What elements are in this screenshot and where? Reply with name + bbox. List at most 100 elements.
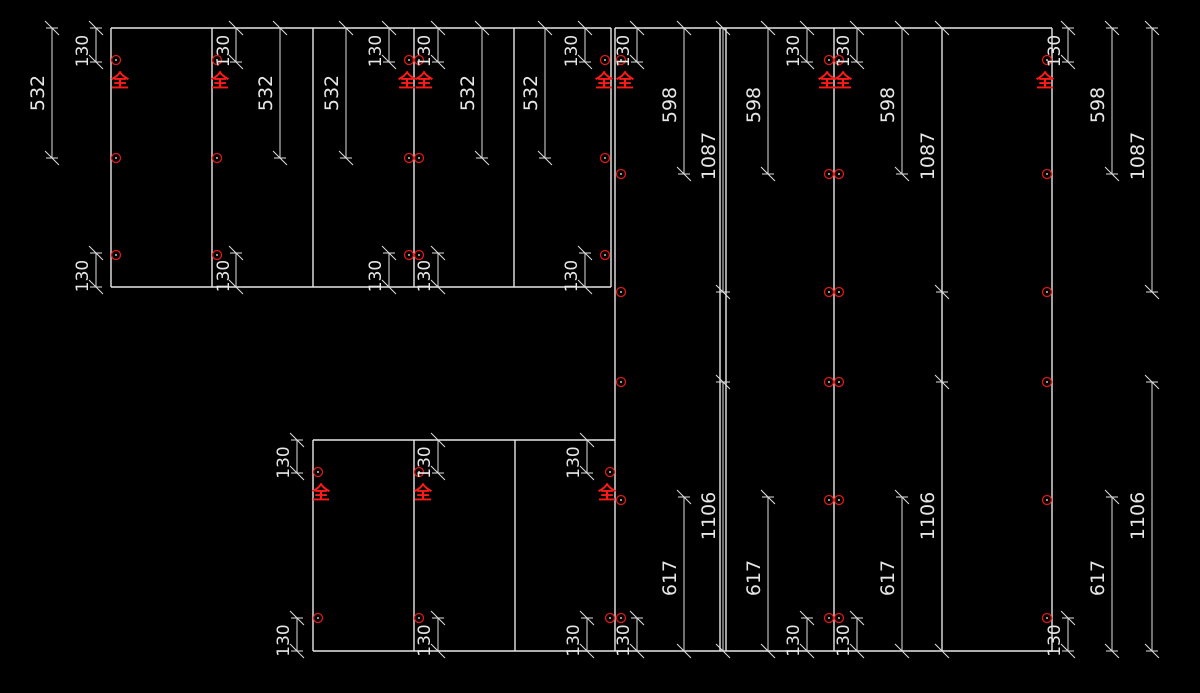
- hinge-hole-center: [1046, 617, 1048, 619]
- hinge-hole-icon: [413, 152, 425, 164]
- dimension-labels: 130 130 130 130 130 130 130 130 130 130 130 130 130 1…: [27, 35, 1149, 657]
- hinge-hole-center: [620, 617, 622, 619]
- hinge-hole-center: [620, 381, 622, 383]
- hinge-hole-center: [604, 254, 606, 256]
- hinge-hole-center: [838, 499, 840, 501]
- hinge-hole-icon: [615, 376, 627, 388]
- hinge-hole-icon: [312, 612, 324, 624]
- hinge-hole-center: [317, 471, 319, 473]
- dimension-label: 532: [255, 75, 277, 111]
- hinge-hole-icon: [823, 54, 835, 66]
- hinge-hole-center: [828, 381, 830, 383]
- hinge-hole-center: [838, 173, 840, 175]
- hinge-hole-icon: [413, 612, 425, 624]
- hinge-hole-center: [1046, 291, 1048, 293]
- hinge-hole-icon: [1041, 494, 1053, 506]
- hinge-hole-icon: [312, 466, 324, 478]
- hinge-hole-center: [1046, 173, 1048, 175]
- dimension-lines: [44, 20, 1160, 659]
- dimension-label: 1087: [917, 132, 939, 180]
- hinge-mark-label: 全: [817, 70, 837, 92]
- hinge-holes: [110, 54, 1053, 624]
- dimension-label: 130: [1045, 35, 1065, 67]
- dimension-label: 598: [877, 87, 899, 123]
- hinge-hole-center: [408, 59, 410, 61]
- hinge-hole-center: [828, 173, 830, 175]
- hinge-hole-icon: [211, 54, 223, 66]
- dimension-label: 130: [366, 35, 386, 67]
- hinge-hole-center: [115, 157, 117, 159]
- dimension-label: 1087: [698, 132, 720, 180]
- hinge-hole-center: [418, 157, 420, 159]
- hinge-hole-center: [838, 291, 840, 293]
- hinge-hole-icon: [413, 249, 425, 261]
- hinge-hole-icon: [604, 466, 616, 478]
- dimension-label: 598: [743, 87, 765, 123]
- hinge-hole-icon: [1041, 168, 1053, 180]
- hinge-mark-label: 全: [597, 482, 617, 504]
- hinge-hole-icon: [823, 612, 835, 624]
- dimension-label: 130: [1045, 624, 1065, 656]
- dimension-label: 130: [415, 35, 435, 67]
- hinge-hole-icon: [211, 249, 223, 261]
- hinge-hole-center: [1046, 59, 1048, 61]
- dimension-label: 130: [73, 260, 93, 292]
- dimension-label: 130: [274, 624, 294, 656]
- hinge-hole-center: [418, 617, 420, 619]
- dimension-label: 617: [743, 560, 765, 596]
- hinge-hole-icon: [833, 612, 845, 624]
- hinge-hole-icon: [615, 286, 627, 298]
- hinge-hole-icon: [604, 612, 616, 624]
- dimension-label: 130: [784, 35, 804, 67]
- hinge-hole-center: [620, 59, 622, 61]
- hinge-hole-icon: [403, 152, 415, 164]
- dimension-label: 598: [659, 87, 681, 123]
- hinge-hole-icon: [823, 286, 835, 298]
- hinge-hole-center: [620, 499, 622, 501]
- dimension-label: 532: [457, 75, 479, 111]
- hinge-hole-icon: [413, 54, 425, 66]
- dimension-label: 1106: [917, 492, 939, 540]
- hinge-hole-icon: [110, 249, 122, 261]
- dimension-label: 532: [321, 75, 343, 111]
- hinge-hole-icon: [833, 168, 845, 180]
- dimension-label: 130: [564, 624, 584, 656]
- hinge-hole-center: [604, 59, 606, 61]
- hinge-mark-label: 全: [833, 70, 853, 92]
- hinge-hole-icon: [615, 494, 627, 506]
- hinge-hole-icon: [1041, 286, 1053, 298]
- dimension-label: 532: [520, 75, 542, 111]
- hinge-hole-icon: [599, 152, 611, 164]
- dimension-label: 130: [614, 35, 634, 67]
- hinge-mark-label: 全: [594, 70, 614, 92]
- hinge-hole-center: [408, 157, 410, 159]
- hinge-hole-center: [604, 157, 606, 159]
- hinge-mark-label: 全: [397, 70, 417, 92]
- dimension-label: 130: [834, 35, 854, 67]
- hinge-hole-icon: [1041, 612, 1053, 624]
- hinge-hole-icon: [599, 249, 611, 261]
- hinge-hole-icon: [833, 376, 845, 388]
- hinge-hole-center: [1046, 381, 1048, 383]
- dimension-label: 130: [366, 260, 386, 292]
- hinge-hole-center: [838, 59, 840, 61]
- hinge-hole-center: [317, 617, 319, 619]
- hinge-hole-icon: [823, 376, 835, 388]
- dimension-label: 130: [415, 624, 435, 656]
- dimension-label: 130: [415, 260, 435, 292]
- hinge-hole-center: [838, 617, 840, 619]
- hinge-hole-center: [115, 254, 117, 256]
- hinge-hole-center: [115, 59, 117, 61]
- dimension-label: 130: [415, 446, 435, 478]
- dimension-label: 130: [614, 624, 634, 656]
- hinge-hole-center: [609, 471, 611, 473]
- hinge-hole-center: [418, 471, 420, 473]
- hinge-hole-center: [828, 291, 830, 293]
- hinge-hole-icon: [1041, 376, 1053, 388]
- hinge-hole-center: [620, 173, 622, 175]
- hinge-hole-center: [620, 291, 622, 293]
- hinge-hole-center: [1046, 499, 1048, 501]
- dimension-label: 1087: [1127, 132, 1149, 180]
- dimension-label: 130: [562, 260, 582, 292]
